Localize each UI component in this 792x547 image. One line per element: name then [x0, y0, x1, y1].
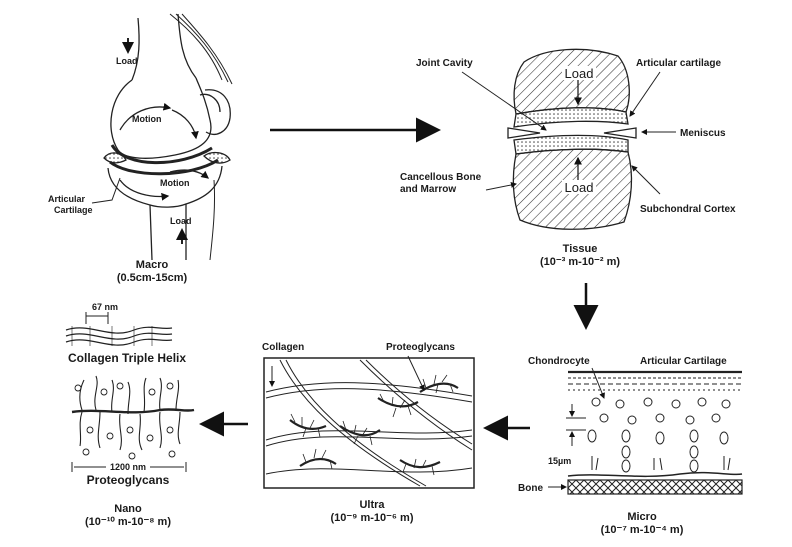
tissue-articular-cartilage: Articular cartilage: [636, 58, 721, 69]
tissue-load-top: Load: [565, 66, 594, 81]
tissue-title: Tissue: [563, 243, 598, 255]
micro-title: Micro: [627, 511, 657, 523]
nano-length: 1200 nm: [110, 462, 146, 472]
nano-proteoglycans: Proteoglycans: [87, 473, 170, 487]
tissue-subchondral: Subchondral Cortex: [640, 204, 736, 215]
macro-title: Macro: [136, 259, 169, 271]
macro-motion-bottom: Motion: [160, 178, 190, 188]
macro-load-top: Load: [116, 56, 138, 66]
micro-articular-cartilage: Articular Cartilage: [640, 356, 727, 367]
micro-bone: Bone: [518, 483, 543, 494]
micro-scale-bar: 15µm: [548, 456, 571, 466]
ultra-illustration: [264, 356, 474, 488]
micro-illustration: [548, 368, 742, 494]
tissue-cancellous-2: and Marrow: [400, 184, 456, 195]
macro-scale: (0.5cm-15cm): [117, 272, 188, 284]
macro-articular-label-1: Articular: [48, 194, 86, 204]
ultra-collagen: Collagen: [262, 342, 304, 353]
tissue-joint-cavity: Joint Cavity: [416, 58, 473, 69]
tissue-load-bottom: Load: [565, 180, 594, 195]
ultra-proteoglycans: Proteoglycans: [386, 342, 455, 353]
ultra-scale: (10⁻⁹ m-10⁻⁶ m): [330, 512, 413, 524]
ultra-title: Ultra: [359, 499, 385, 511]
macro-articular-label-2: Cartilage: [54, 205, 93, 215]
tissue-scale: (10⁻³ m-10⁻² m): [540, 256, 620, 268]
nano-title: Nano: [114, 503, 142, 515]
nano-scale: (10⁻¹⁰ m-10⁻⁸ m): [85, 516, 171, 528]
macro-load-bottom: Load: [170, 216, 192, 226]
macro-knee-illustration: [92, 14, 232, 260]
nano-helix-label: Collagen Triple Helix: [68, 351, 186, 365]
macro-motion-top: Motion: [132, 114, 162, 124]
micro-chondrocyte: Chondrocyte: [528, 356, 590, 367]
micro-scale: (10⁻⁷ m-10⁻⁴ m): [601, 524, 684, 536]
tissue-meniscus: Meniscus: [680, 128, 726, 139]
nano-spacing: 67 nm: [92, 302, 118, 312]
nano-illustration: [66, 312, 194, 472]
tissue-cancellous-1: Cancellous Bone: [400, 172, 482, 183]
